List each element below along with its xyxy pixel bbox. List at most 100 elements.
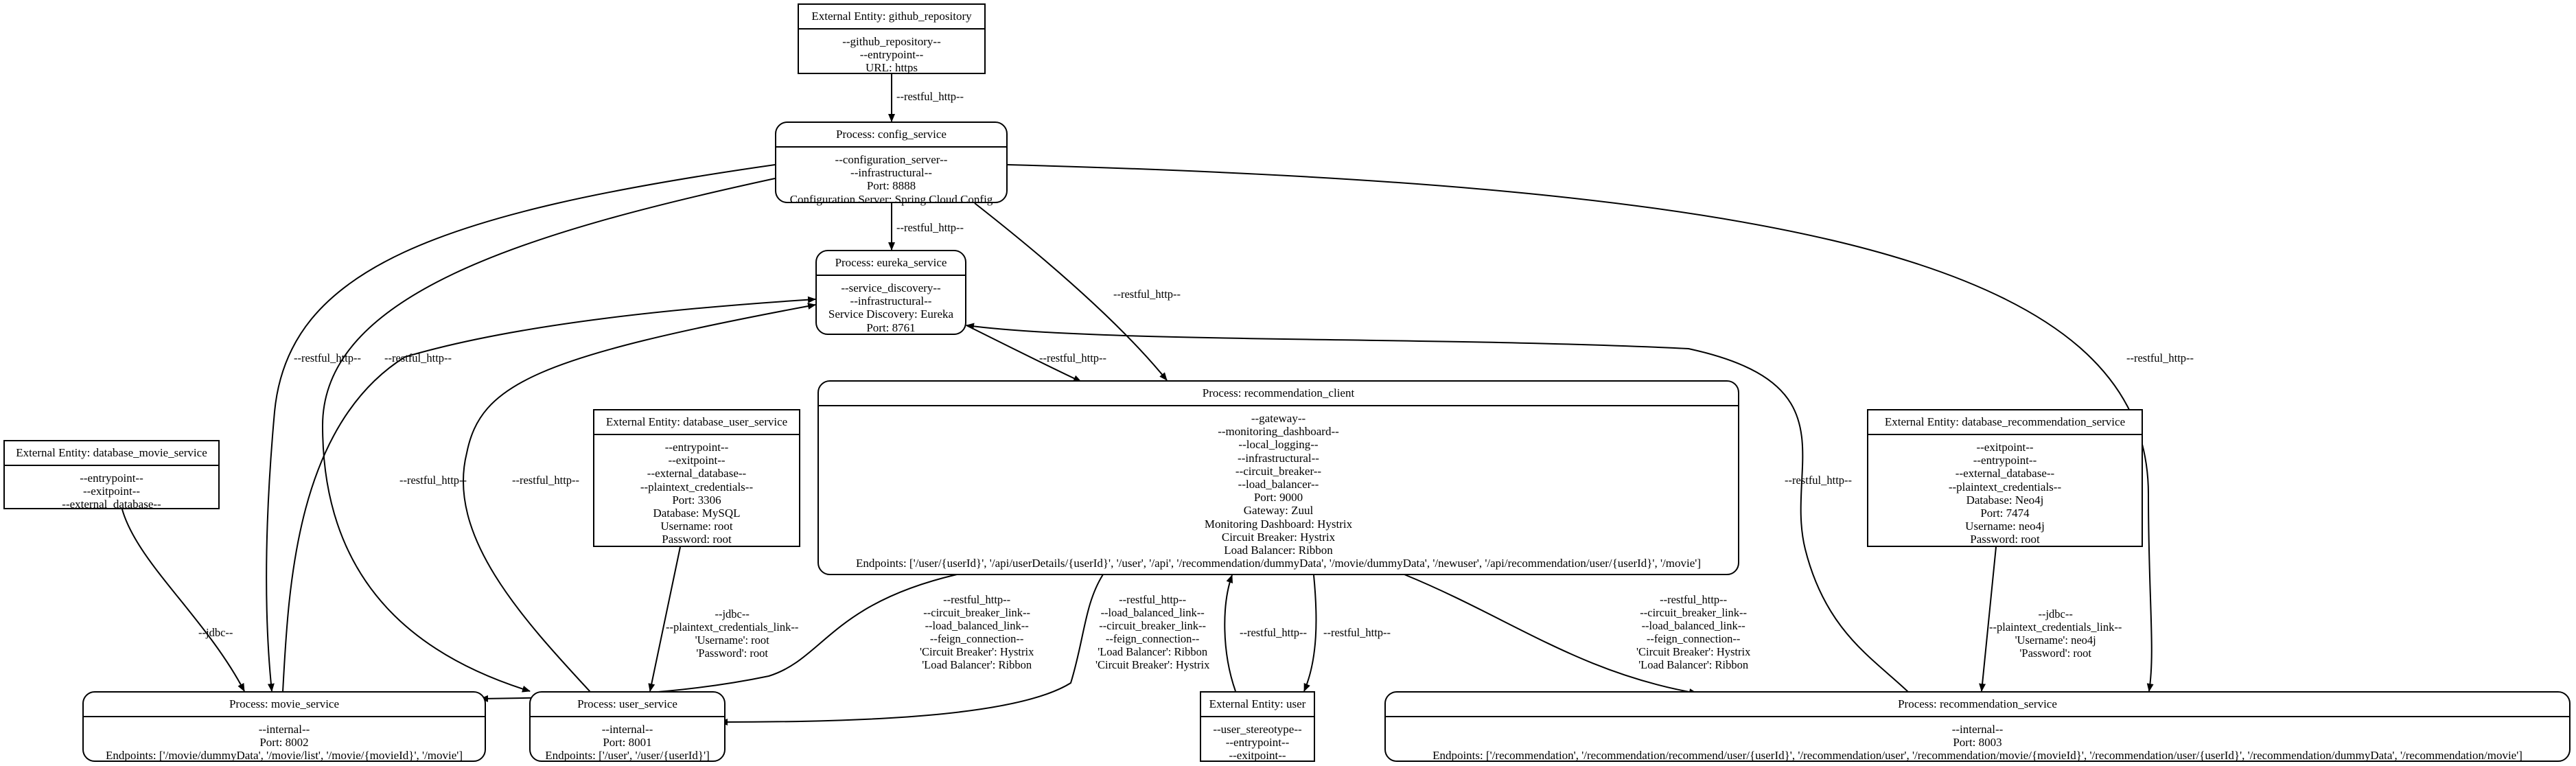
node-database-recommendation-service: External Entity: database_recommendation…	[1867, 409, 2143, 547]
edge-label: --restful_http--	[384, 351, 452, 364]
node-line: Endpoints: ['/user/{userId}', '/api/user…	[856, 557, 1701, 570]
node-recommendation-client: Process: recommendation_client --gateway…	[817, 380, 1739, 575]
node-recommendation-service: Process: recommendation_service --intern…	[1384, 691, 2571, 762]
edge-label: --restful_http-- --circuit_breaker_link-…	[920, 593, 1034, 671]
node-line: Database: MySQL	[653, 507, 741, 520]
edge-movie-to-eureka	[282, 296, 816, 693]
edge-dbmovie-to-movie	[121, 509, 245, 692]
node-title: External Entity: database_user_service	[594, 410, 799, 435]
edge-label: --restful_http--	[399, 474, 467, 487]
edge-label-line: 'Circuit Breaker': Hystrix	[1636, 645, 1751, 658]
node-line: Port: 8888	[866, 179, 916, 193]
node-title: Process: recommendation_client	[819, 382, 1738, 406]
edge-config-to-client	[974, 202, 1168, 381]
node-line: --internal--	[601, 723, 653, 736]
node-line: --entrypoint--	[1973, 454, 2037, 467]
node-line: Port: 3306	[672, 493, 721, 507]
node-line: Port: 8761	[866, 321, 916, 334]
edge-client-to-user-ext	[1303, 574, 1317, 692]
edge-label: --restful_http--	[1323, 626, 1391, 639]
node-database-user-service: External Entity: database_user_service -…	[593, 409, 800, 547]
edge-label-line: --circuit_breaker_link--	[1099, 619, 1207, 632]
node-line: Port: 7474	[1980, 507, 2030, 520]
edge-config-to-recsvc	[1007, 164, 2154, 692]
edge-label-line: --load_balanced_link--	[1641, 619, 1745, 632]
edge-label-line: --load_balanced_link--	[925, 619, 1029, 632]
node-line: Endpoints: ['/user', '/user/{userId}']	[545, 749, 710, 763]
edge-label: --restful_http--	[896, 90, 964, 103]
edge-recsvc-to-eureka	[966, 323, 1909, 693]
edge-label-line: --restful_http--	[1660, 593, 1728, 606]
edge-label-line: --restful_http--	[2126, 351, 2194, 364]
node-line: --service_discovery--	[841, 281, 941, 294]
node-line: URL: https	[865, 61, 918, 75]
node-line: Port: 8001	[603, 736, 652, 750]
edge-label-line: --restful_http--	[294, 351, 362, 364]
node-line: Port: 9000	[1253, 491, 1303, 504]
edge-label-line: 'Password': root	[696, 647, 768, 660]
edge-dbrec-to-recsvc	[1979, 546, 1997, 692]
edge-label-line: --restful_http--	[1323, 626, 1391, 639]
edge-label-line: --circuit_breaker_link--	[1640, 606, 1748, 619]
node-line: Port: 8002	[259, 736, 309, 750]
edge-client-to-user	[719, 574, 1104, 726]
node-line: --infrastructural--	[1238, 451, 1319, 465]
edge-dbuser-to-user	[648, 546, 681, 692]
node-line: --plaintext_credentials--	[1948, 480, 2062, 494]
node-title: External Entity: database_movie_service	[5, 441, 218, 466]
node-line: Gateway: Zuul	[1243, 504, 1314, 518]
node-title: Process: recommendation_service	[1386, 693, 2569, 717]
node-title: External Entity: user	[1201, 693, 1314, 717]
edge-label-line: --restful_http--	[943, 593, 1011, 606]
edge-label-line: --restful_http--	[384, 351, 452, 364]
edge-label: --restful_http--	[2126, 351, 2194, 364]
edge-label-line: --restful_http--	[1113, 288, 1181, 301]
edge-label: --restful_http--	[1113, 288, 1181, 301]
node-line: --infrastructural--	[850, 294, 932, 308]
edge-label-line: 'Username': root	[695, 634, 769, 647]
node-line: Monitoring Dashboard: Hystrix	[1204, 517, 1353, 531]
edge-label-line: --load_balanced_link--	[1100, 606, 1205, 619]
node-github-repository: External Entity: github_repository --git…	[798, 3, 986, 74]
edge-label: --restful_http-- --circuit_breaker_link-…	[1636, 593, 1750, 671]
node-line: --internal--	[258, 723, 310, 736]
node-line: --user_stereotype--	[1213, 723, 1302, 736]
node-line: --load_balancer--	[1238, 478, 1319, 491]
node-line: --monitoring_dashboard--	[1218, 425, 1339, 439]
node-line: Circuit Breaker: Hystrix	[1221, 530, 1336, 544]
edge-label-line: --restful_http--	[896, 90, 964, 103]
node-config-service: Process: config_service --configuration_…	[775, 121, 1008, 206]
node-line: Service Discovery: Eureka	[828, 307, 954, 321]
edge-user-to-eureka	[463, 303, 816, 693]
edge-label-line: --jdbc--	[715, 607, 750, 620]
edge-label-line: --restful_http--	[896, 221, 964, 234]
node-title: Process: movie_service	[84, 693, 485, 717]
node-user: External Entity: user --user_stereotype-…	[1200, 691, 1315, 762]
node-eureka-service: Process: eureka_service --service_discov…	[815, 250, 966, 335]
node-title: Process: config_service	[776, 123, 1006, 148]
edge-config-to-user	[321, 178, 776, 693]
node-line: --entrypoint--	[80, 472, 143, 485]
node-line: --local_logging--	[1238, 438, 1319, 452]
node-line: --external_database--	[62, 498, 161, 511]
edge-label-line: --restful_http--	[399, 474, 467, 487]
node-line: --entrypoint--	[664, 441, 729, 454]
edge-label: --jdbc-- --plaintext_credentials_link-- …	[666, 607, 798, 660]
node-line: Load Balancer: Ribbon	[1224, 544, 1333, 557]
node-line: --github_repository--	[842, 35, 941, 48]
edge-label: --restful_http--	[1240, 626, 1307, 639]
node-line: Endpoints: ['/recommendation', '/recomme…	[1432, 749, 2522, 763]
edge-eureka-to-client	[966, 325, 1082, 382]
node-line: --entrypoint--	[859, 48, 924, 62]
edge-label-line: --feign_connection--	[929, 632, 1024, 645]
node-movie-service: Process: movie_service --internal-- Port…	[82, 691, 486, 762]
node-line: --entrypoint--	[1225, 736, 1290, 750]
node-line: Endpoints: ['/movie/dummyData', '/movie/…	[105, 749, 463, 763]
edge-label-line: 'Username': neo4j	[2015, 634, 2096, 647]
node-line: --exitpoint--	[1229, 749, 1286, 763]
edge-label-line: --plaintext_credentials_link--	[666, 620, 799, 634]
node-line: Port: 8003	[1953, 736, 2002, 750]
edge-label: --jdbc--	[198, 626, 233, 639]
node-line: --plaintext_credentials--	[640, 480, 754, 494]
edge-label: --restful_http--	[896, 221, 964, 234]
